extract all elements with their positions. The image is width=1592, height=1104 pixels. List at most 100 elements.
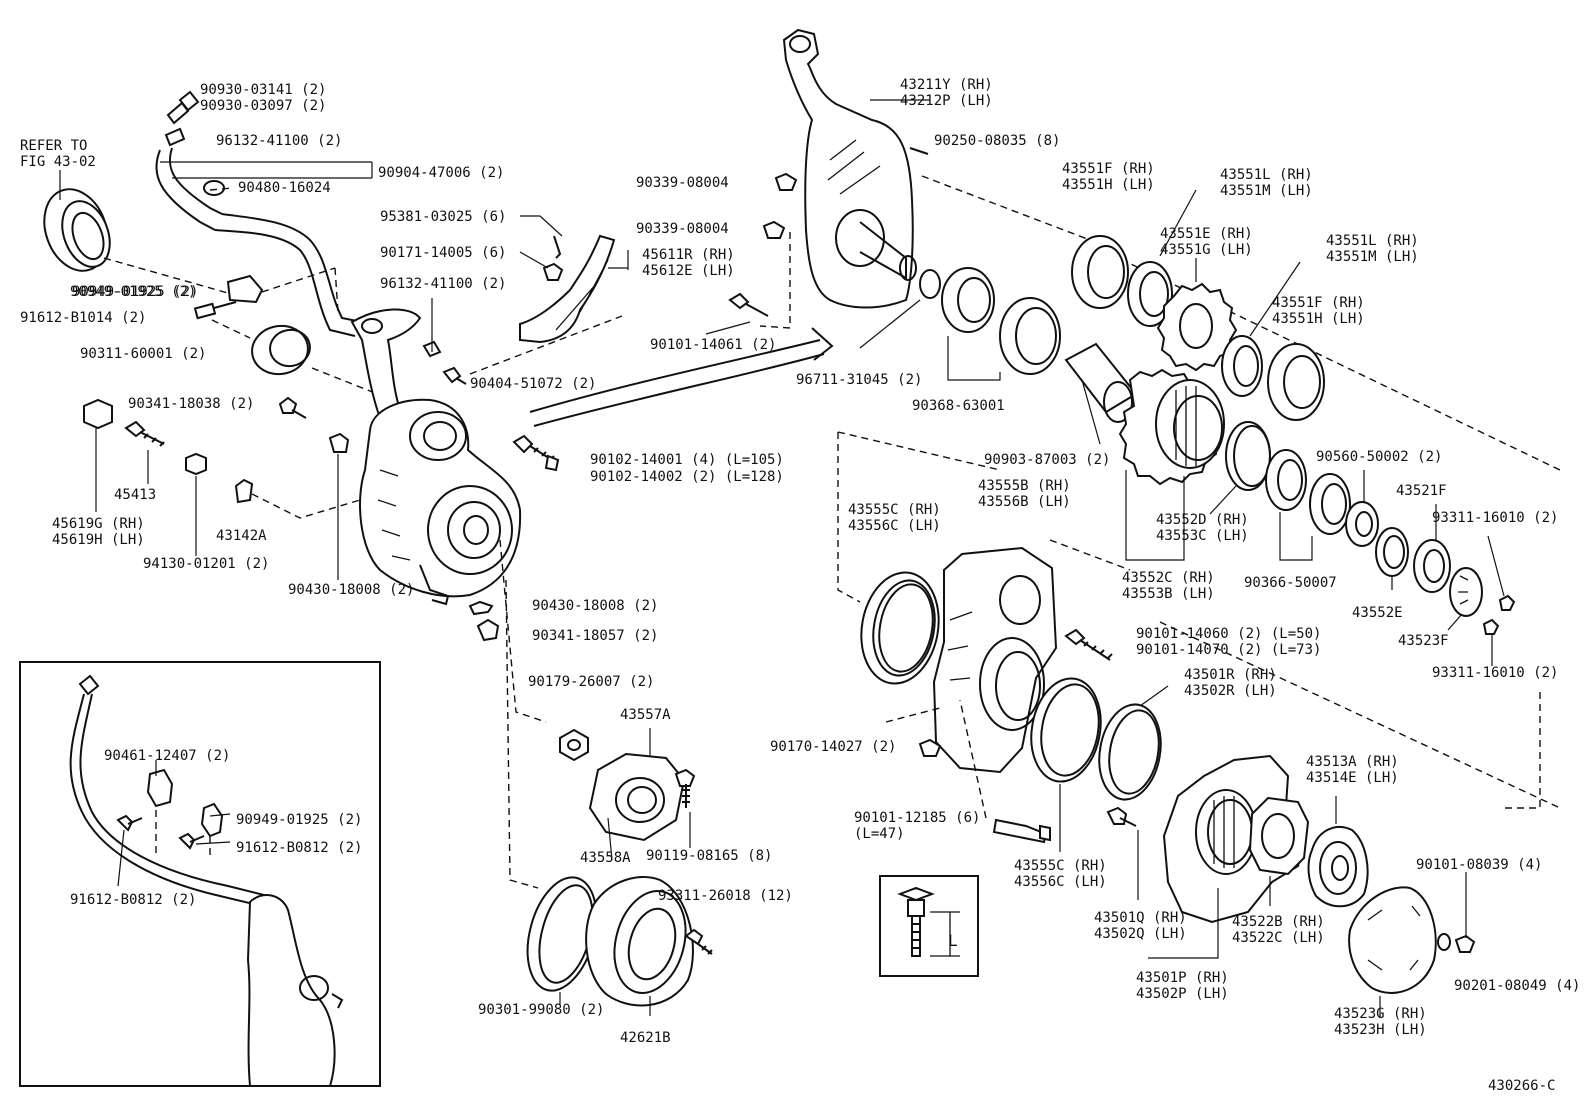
part-label: 43552E (1352, 605, 1403, 621)
part-label: 43551H (LH) (1272, 311, 1365, 327)
part-label: 90101-14070 (2) (L=73) (1136, 642, 1321, 658)
snap-ring-43552D (1225, 421, 1271, 491)
bolt-90101-08039 (1454, 934, 1476, 953)
part-label: 96132-41100 (2) (216, 133, 342, 149)
part-label: 43502R (LH) (1184, 683, 1277, 699)
ring-43552E (1375, 527, 1409, 577)
part-label: 93311-26018 (12) (658, 888, 793, 904)
bolt-90341-18057 (476, 618, 500, 642)
part-label: 43552C (RH) (1122, 570, 1215, 586)
plate-45611R (519, 234, 616, 344)
part-label: 43523F (1398, 633, 1449, 649)
cap-43557A (588, 752, 686, 842)
bolt-90101-12185 (992, 818, 1051, 844)
part-label: 43142A (216, 528, 267, 544)
nut-94130 (185, 452, 207, 476)
part-label: 43555C (RH) (848, 502, 941, 518)
part-label: 43501Q (RH) (1094, 910, 1187, 926)
bearing-90368 (941, 267, 1061, 375)
bearing-43521F (1413, 539, 1451, 593)
part-label: 95381-03025 (6) (380, 209, 506, 225)
part-label: 43501R (RH) (1184, 667, 1277, 683)
washer-90201 (1437, 933, 1451, 951)
bolt-90101-14061 (728, 292, 769, 317)
seal-ring-left (43, 188, 111, 272)
part-label: 43555C (RH) (1014, 858, 1107, 874)
part-label: 43553C (LH) (1156, 528, 1249, 544)
part-label: 43501P (RH) (1136, 970, 1229, 986)
part-label: 43514E (LH) (1306, 770, 1399, 786)
part-label: 94130-01201 (2) (143, 556, 269, 572)
part-label: 90949-01925 (2) (72, 284, 198, 300)
seal-43555C-inner (1030, 677, 1102, 783)
bearing-43551F-lower (1267, 343, 1325, 421)
refer-note-line-1: REFER TO (20, 138, 87, 154)
bolt-93311-26018 (684, 928, 713, 955)
part-label: 90170-14027 (2) (770, 739, 896, 755)
part-label: 90404-51072 (2) (470, 376, 596, 392)
part-label: 43551M (LH) (1220, 183, 1313, 199)
part-label: 90903-87003 (2) (984, 452, 1110, 468)
part-label: 90102-14001 (4) (L=105) (590, 452, 784, 468)
part-label: 43555B (RH) (978, 478, 1071, 494)
part-label: 43551F (RH) (1062, 161, 1155, 177)
stud-45413 (124, 420, 165, 447)
part-label: 43551H (LH) (1062, 177, 1155, 193)
part-label: 93311-16010 (2) (1432, 510, 1558, 526)
oil-seal-left (251, 324, 311, 376)
part-label: 96711-31045 (2) (796, 372, 922, 388)
refer-note-line-2: FIG 43-02 (20, 154, 96, 170)
nut-90170 (918, 738, 942, 757)
stud-90250 (909, 147, 929, 155)
spacer-90560 (1345, 501, 1379, 547)
nut-43522B (1248, 796, 1310, 876)
washer-90430-18008 (328, 432, 350, 453)
bushing-45619 (83, 398, 113, 430)
part-label: 43556C (LH) (1014, 874, 1107, 890)
plug-43142A (234, 478, 254, 504)
dimension-label: L (948, 931, 958, 950)
part-label: 90368-63001 (912, 398, 1005, 414)
part-label: 90341-18038 (2) (128, 396, 254, 412)
part-label: 43211Y (RH) (900, 77, 993, 93)
part-label: 90339-08004 (636, 221, 729, 237)
part-label: 43556B (LH) (978, 494, 1071, 510)
part-label: 90311-60001 (2) (80, 346, 206, 362)
part-label: 43523G (RH) (1334, 1006, 1427, 1022)
knuckle-arm (350, 308, 422, 420)
nut-90339-b (762, 220, 786, 239)
steering-knuckle (782, 28, 917, 309)
breather-hose (155, 90, 363, 337)
screw-93311-lower (1482, 618, 1500, 635)
ring-43551L-upper (1127, 261, 1173, 327)
part-label: 90930-03097 (2) (200, 98, 326, 114)
part-label: 93311-16010 (2) (1432, 665, 1558, 681)
part-label: 90339-08004 (636, 175, 729, 191)
part-label: 43551F (RH) (1272, 295, 1365, 311)
screw-95381 (553, 235, 562, 259)
part-label: 45611R (RH) (642, 247, 735, 263)
part-label: 90301-99080 (2) (478, 1002, 604, 1018)
nut-90339-a (774, 172, 798, 191)
part-label: 43502Q (LH) (1094, 926, 1187, 942)
part-label: 90930-03141 (2) (200, 82, 326, 98)
part-label: 90341-18057 (2) (532, 628, 658, 644)
bearing-43551F-upper (1071, 235, 1129, 309)
part-label: 90430-18008 (2) (532, 598, 658, 614)
seal-43555C-outer (860, 571, 940, 685)
plate-43523G (1348, 886, 1437, 994)
part-label: 43556C (LH) (848, 518, 941, 534)
part-label: 43557A (620, 707, 671, 723)
hub-cap-42621B (585, 876, 694, 1007)
diagram-id: 430266-C (1488, 1078, 1555, 1094)
part-label: 45619G (RH) (52, 516, 145, 532)
part-label: 45619H (LH) (52, 532, 145, 548)
part-label: 43523H (LH) (1334, 1022, 1427, 1038)
gear-43552C (1118, 368, 1225, 486)
drive-flange-housing (932, 546, 1058, 774)
locking-hub-housing (359, 398, 522, 606)
part-label: 90480-16024 (238, 180, 331, 196)
ring-43551L-lower (1221, 335, 1263, 397)
part-label: 96132-41100 (2) (380, 276, 506, 292)
